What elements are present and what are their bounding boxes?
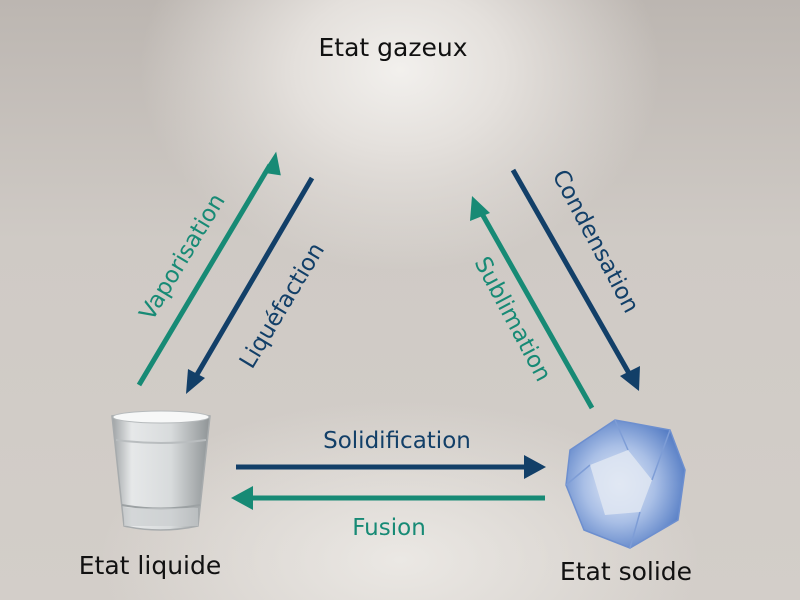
state-label-solid: Etat solide [560,557,692,586]
transition-label-fusion: Fusion [352,515,426,541]
state-label-gas: Etat gazeux [319,33,468,62]
transition-label-condensation: Condensation [547,166,644,318]
arrow-condensation [510,168,640,391]
transition-label-solidification: Solidification [323,428,471,454]
arrow-sublimation [470,196,595,410]
glass-of-water-icon [111,410,211,531]
arrow-vaporisation [136,151,281,387]
transition-label-liquefaction: Liquéfaction [235,238,330,373]
arrow-solidification [236,455,546,479]
ice-cube-icon [565,419,686,549]
arrow-fusion [231,486,545,510]
state-label-liquid: Etat liquide [79,551,221,580]
arrow-liquefaction [186,176,315,394]
